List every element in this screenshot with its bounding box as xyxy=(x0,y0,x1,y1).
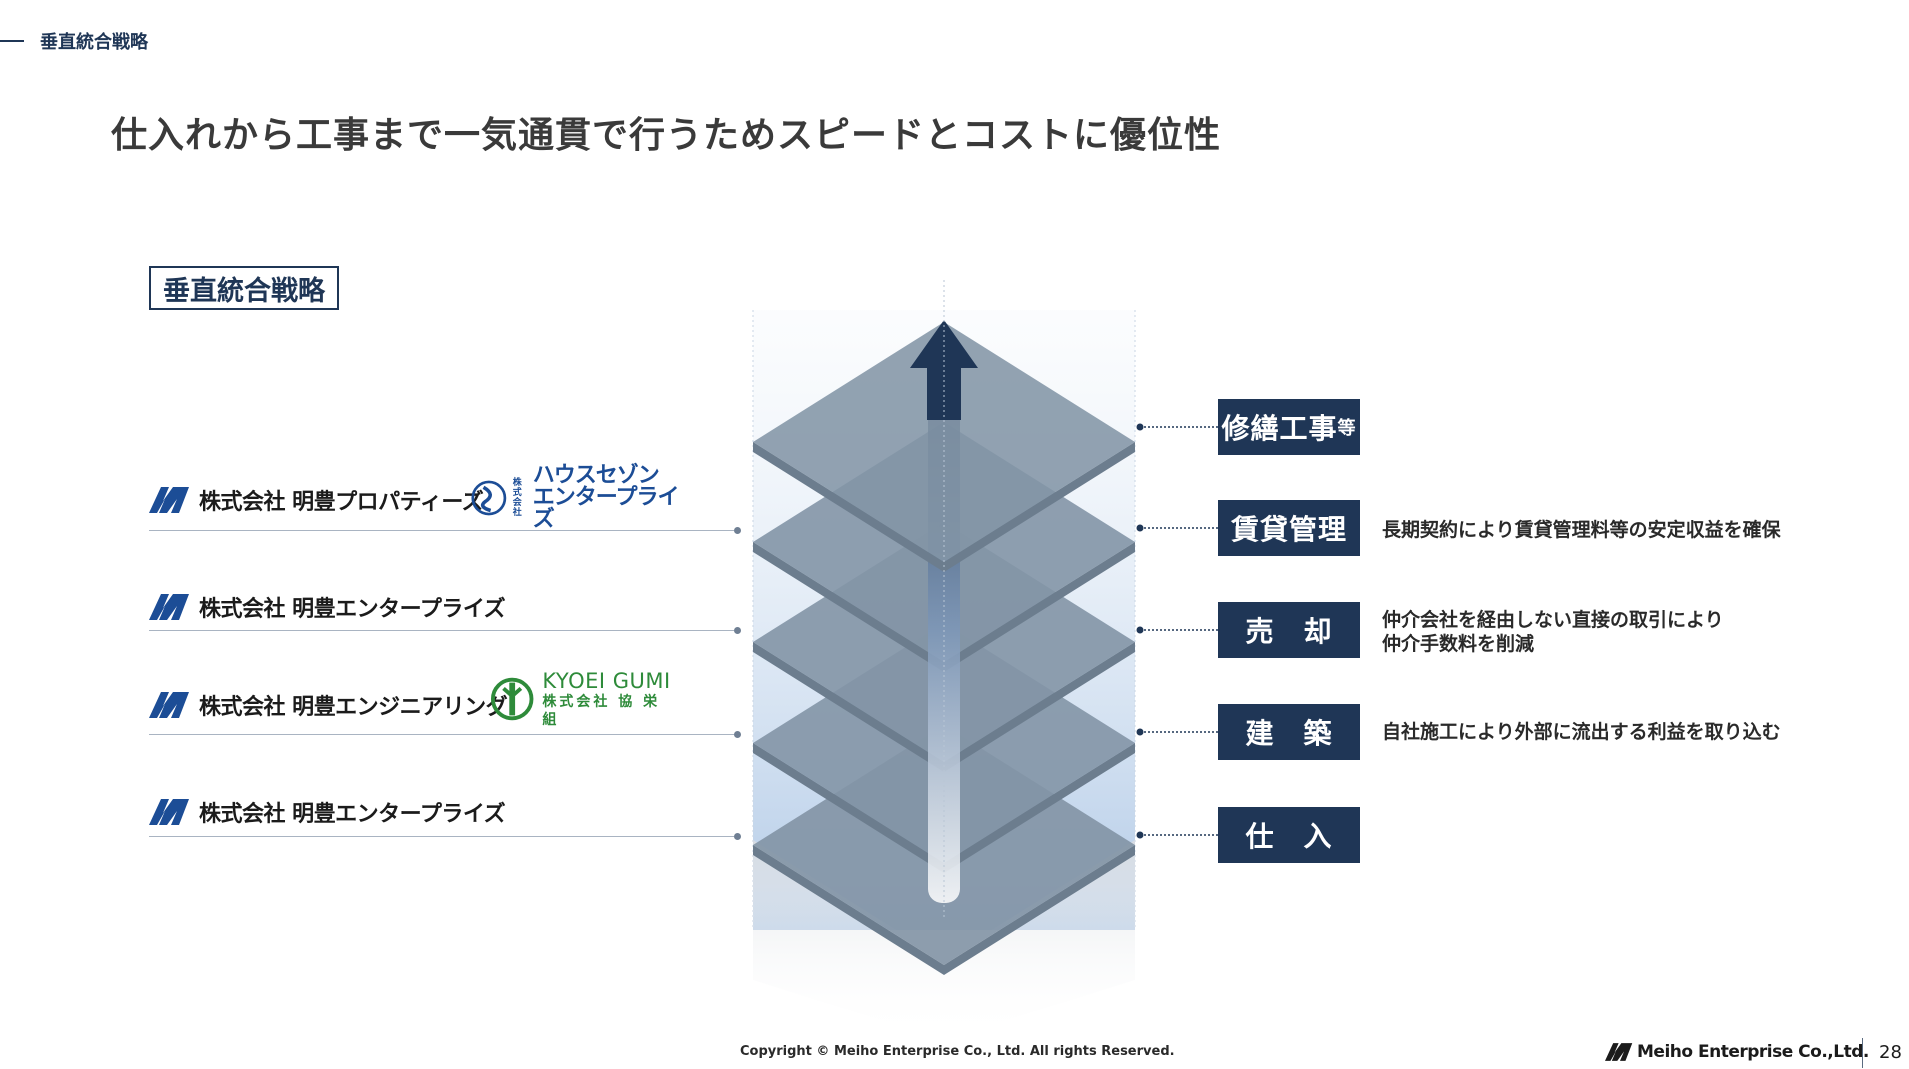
stage-description-sale: 仲介会社を経由しない直接の取引により 仲介手数料を削減 xyxy=(1382,608,1724,656)
stage-label-text: 仕 入 xyxy=(1245,820,1333,853)
company-name: 株式会社 明豊エンジニアリング xyxy=(199,695,508,720)
stage-label-sale: 売 却 xyxy=(1218,602,1360,658)
company-name: 株式会社 明豊エンタープライズ xyxy=(199,597,506,622)
company-row-engineering: 株式会社 明豊エンジニアリング xyxy=(149,683,508,727)
meiho-logo-icon xyxy=(149,594,189,620)
house-sezon-line-1: ハウスセゾン xyxy=(532,463,660,488)
stage-label-text: 修繕工事 xyxy=(1221,412,1338,445)
kyoei-gumi-en: KYOEI GUMI xyxy=(542,669,671,693)
house-sezon-small-2: 会社 xyxy=(512,498,522,518)
house-sezon-line-2: エンタープライズ xyxy=(532,485,680,532)
meiho-logo-icon xyxy=(149,487,189,513)
stage-label-text: 建 築 xyxy=(1245,717,1333,750)
description-line: 長期契約により賃貸管理料等の安定収益を確保 xyxy=(1382,519,1781,541)
company-divider xyxy=(149,630,734,631)
house-sezon-emblem-icon xyxy=(471,480,507,516)
stage-label-construction: 建 築 xyxy=(1218,704,1360,760)
copyright-text: Copyright © Meiho Enterprise Co., Ltd. A… xyxy=(740,1044,1175,1059)
connector-dot xyxy=(734,833,741,840)
stage-label-text: 賃貸管理 xyxy=(1230,513,1347,546)
section-marker-line xyxy=(0,40,24,42)
stage-description-construction: 自社施工により外部に流出する利益を取り込む xyxy=(1382,720,1781,744)
company-divider xyxy=(149,530,734,531)
meiho-logo-icon xyxy=(149,799,189,825)
stage-label-procurement: 仕 入 xyxy=(1218,807,1360,863)
stage-label-repair: 修繕工事等 xyxy=(1218,399,1360,455)
connector-dot xyxy=(734,627,741,634)
description-line: 仲介会社を経由しない直接の取引により xyxy=(1382,609,1724,631)
connector-dot xyxy=(734,731,741,738)
stage-connectors xyxy=(1136,423,1218,839)
meiho-logo-icon xyxy=(149,692,189,718)
description-line: 仲介手数料を削減 xyxy=(1382,633,1535,655)
company-name: 株式会社 明豊プロパティーズ xyxy=(199,490,484,515)
description-line: 自社施工により外部に流出する利益を取り込む xyxy=(1382,721,1781,743)
meiho-logo-icon xyxy=(1605,1043,1633,1061)
company-divider xyxy=(149,836,734,837)
page-headline: 仕入れから工事まで一気通貫で行うためスピードとコストに優位性 xyxy=(111,115,1222,156)
kyoei-gumi-emblem-icon xyxy=(490,677,534,721)
floor-shadow xyxy=(753,840,1135,1040)
footer-brand: Meiho Enterprise Co.,Ltd. xyxy=(1605,1042,1869,1062)
kyoei-gumi-jp: 株式会社 協 栄 組 xyxy=(542,694,661,728)
company-name: 株式会社 明豊エンタープライズ xyxy=(199,802,506,827)
strategy-box-label: 垂直統合戦略 xyxy=(149,266,339,310)
house-sezon-small-1: 株式 xyxy=(512,478,522,498)
stage-label-rental-management: 賃貸管理 xyxy=(1218,500,1360,556)
footer-separator xyxy=(1862,1038,1863,1068)
company-row-enterprise-1: 株式会社 明豊エンタープライズ xyxy=(149,585,506,629)
company-row-properties: 株式会社 明豊プロパティーズ xyxy=(149,478,484,522)
section-label: 垂直統合戦略 xyxy=(40,32,148,53)
kyoei-gumi-logo: KYOEI GUMI 株式会社 協 栄 組 xyxy=(490,669,680,728)
connector-dot xyxy=(734,527,741,534)
house-sezon-logo: 株式 会社 ハウスセゾン エンタープライズ xyxy=(471,465,681,531)
stage-label-suffix: 等 xyxy=(1337,418,1357,439)
stage-label-text: 売 却 xyxy=(1245,615,1333,648)
vertical-integration-stack-diagram xyxy=(752,280,1136,1040)
company-divider xyxy=(149,734,734,735)
page-number: 28 xyxy=(1879,1042,1902,1063)
company-row-enterprise-2: 株式会社 明豊エンタープライズ xyxy=(149,790,506,834)
footer-brand-name: Meiho Enterprise Co.,Ltd. xyxy=(1637,1042,1869,1062)
stage-description-rental-management: 長期契約により賃貸管理料等の安定収益を確保 xyxy=(1382,518,1781,542)
